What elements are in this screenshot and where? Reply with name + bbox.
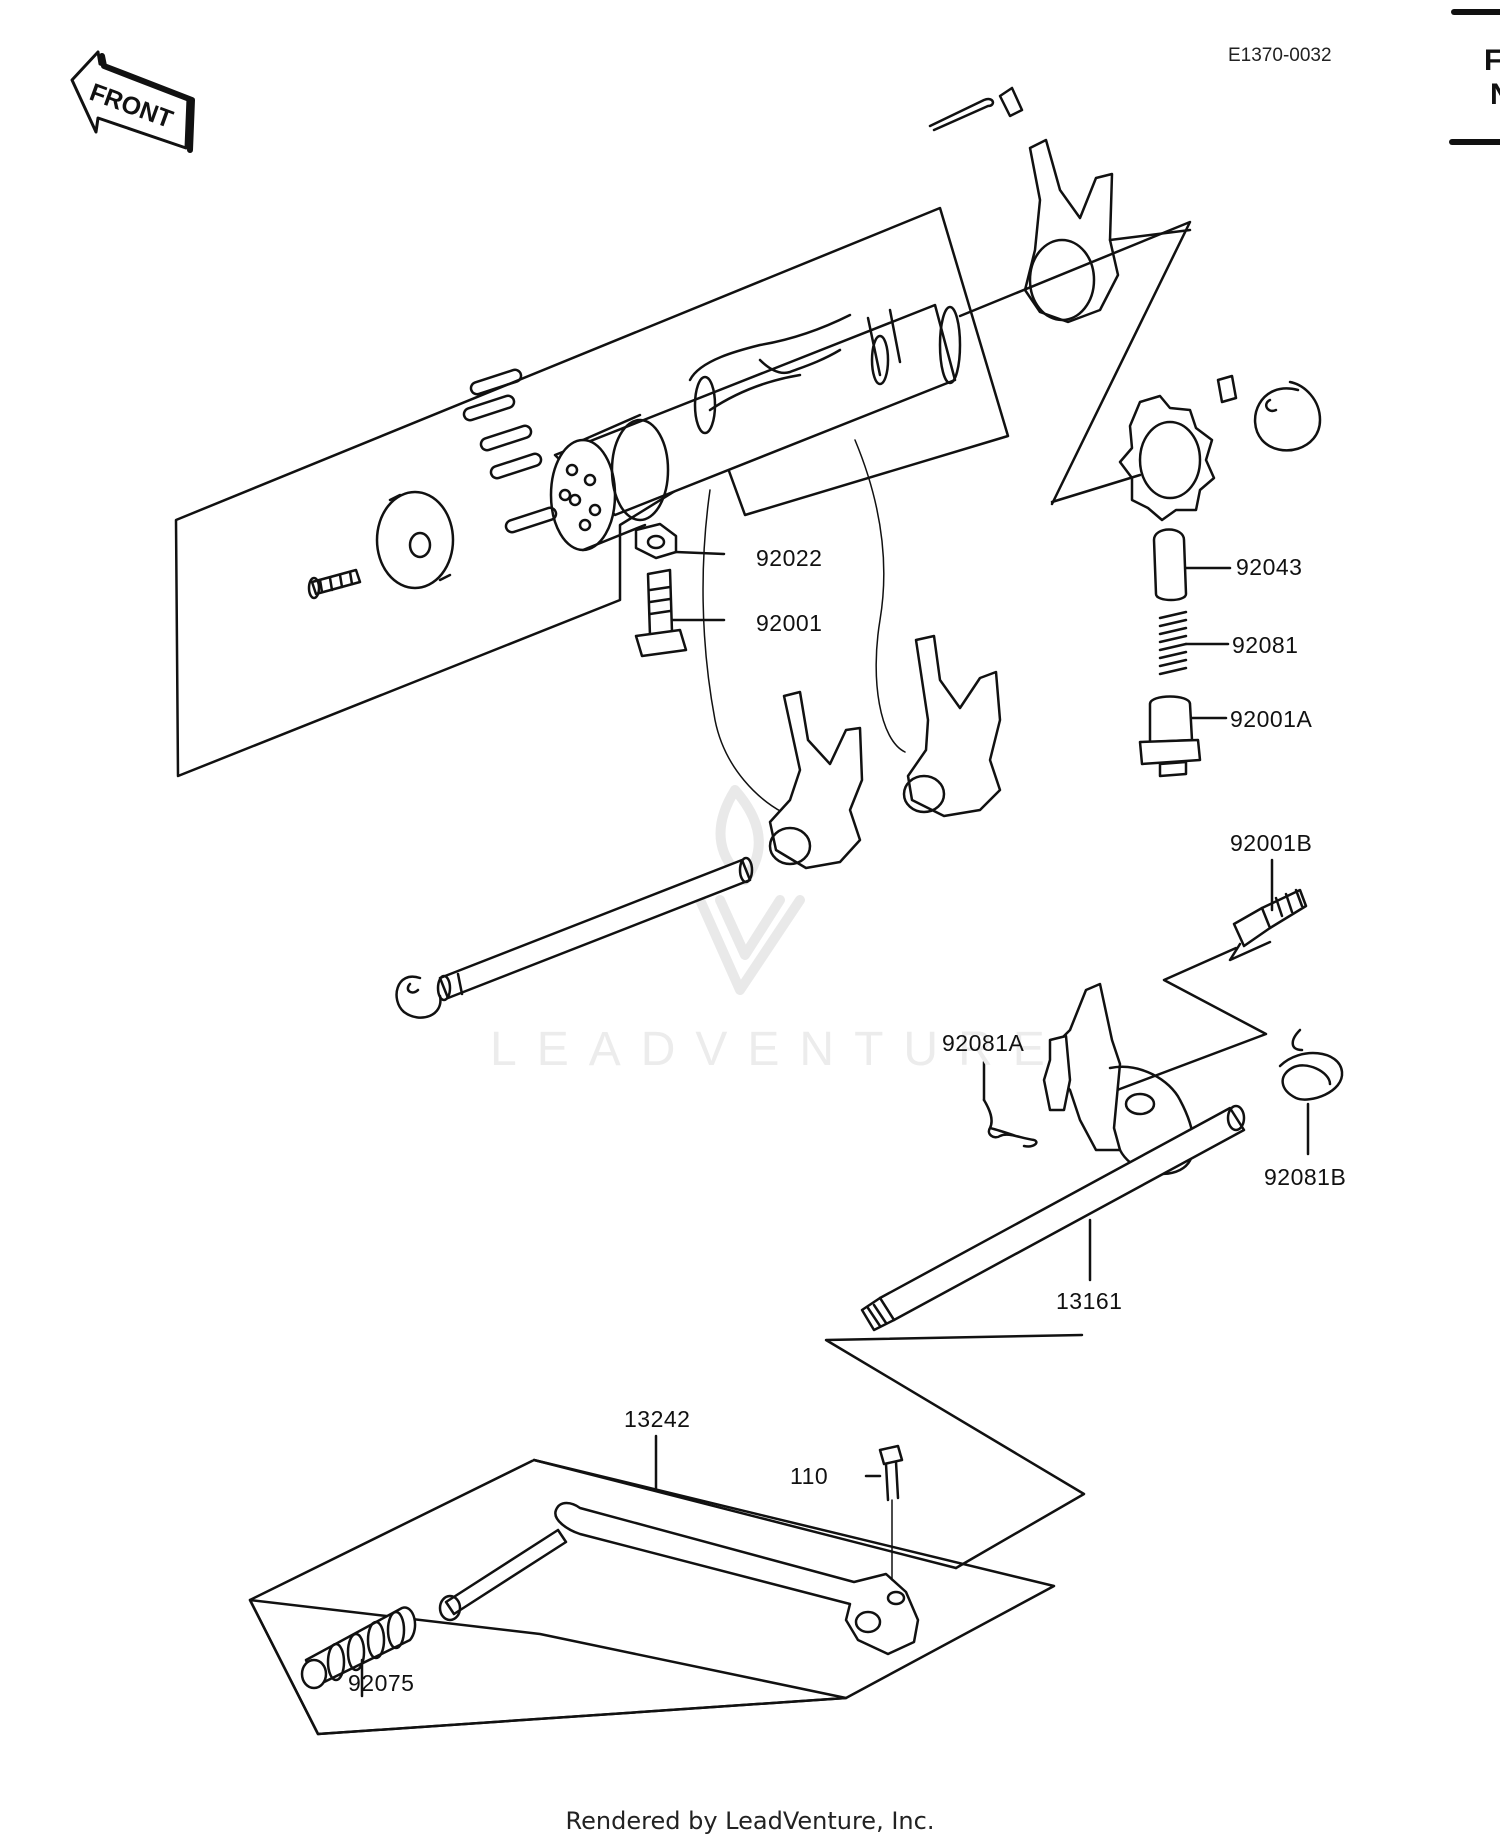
guide-curve-1: [702, 489, 783, 813]
bolt-92001-shape: [634, 568, 726, 658]
pedal-frame: [824, 1333, 1086, 1570]
drum-pins: [462, 368, 558, 534]
return-spring-shape: [982, 1060, 1038, 1148]
shift-drum: [549, 303, 962, 552]
part-label-13242[interactable]: 13242: [624, 1406, 691, 1432]
pedal-rubber-shape: [300, 1606, 417, 1698]
pedal-frame-3: [532, 1458, 958, 1570]
part-label-92081[interactable]: 92081: [1232, 632, 1299, 658]
cotter-pin: [928, 97, 995, 132]
right-shift-fork: [902, 634, 1002, 818]
left-shift-fork: [768, 690, 864, 870]
plug-92001a-shape: [1138, 695, 1228, 778]
pin-92043-shape: [1152, 528, 1232, 602]
watermark-text: LEADVENTURE: [490, 1023, 1065, 1076]
diagram-code: E1370-0032: [1228, 45, 1332, 66]
drum-screw: [307, 568, 362, 600]
shift-shaft-body: [860, 1104, 1246, 1332]
part-label-92001[interactable]: 92001: [756, 610, 823, 636]
torsion-spring-shape: [1278, 1028, 1344, 1156]
guide-curve-2: [854, 439, 906, 753]
spring-92081-shape: [1158, 610, 1230, 676]
fork-shaft: [436, 856, 754, 1002]
pedal-frame-4: [248, 1598, 848, 1736]
stud-92001b-shape: [1228, 858, 1308, 962]
part-label-92081a[interactable]: 92081A: [942, 1030, 1025, 1056]
pedal-bolt-shape: [864, 1444, 904, 1581]
plate-92022-shape: [634, 522, 678, 560]
part-label-92001b[interactable]: 92001B: [1230, 830, 1313, 856]
part-label-92075[interactable]: 92075: [348, 1670, 415, 1696]
small-collar: [998, 86, 1024, 118]
front-arrow-icon: [70, 50, 195, 153]
part-label-92022[interactable]: 92022: [756, 545, 823, 571]
edge-fragment-1: F: [1484, 44, 1500, 77]
edge-fragment-2: N: [1490, 78, 1500, 112]
part-label-92001a[interactable]: 92001A: [1230, 706, 1313, 732]
circlip-shaft: [395, 975, 442, 1019]
cam-pin: [1216, 374, 1238, 404]
footer-credit: Rendered by LeadVenture, Inc.: [565, 1807, 935, 1835]
shift-pedal-shape: [438, 1434, 920, 1656]
part-label-92081b[interactable]: 92081B: [1264, 1164, 1347, 1190]
shift-shaft-frame: [1078, 946, 1268, 1106]
star-cam: [1050, 394, 1216, 522]
top-right-frame: [958, 220, 1192, 506]
top-shift-fork: [1023, 138, 1192, 324]
part-label-13161[interactable]: 13161: [1056, 1288, 1123, 1314]
circlip-top: [1253, 380, 1322, 452]
part-label-110[interactable]: 110: [790, 1463, 829, 1489]
part-label-92043[interactable]: 92043: [1236, 554, 1303, 580]
drum-end-plate: [375, 490, 455, 590]
